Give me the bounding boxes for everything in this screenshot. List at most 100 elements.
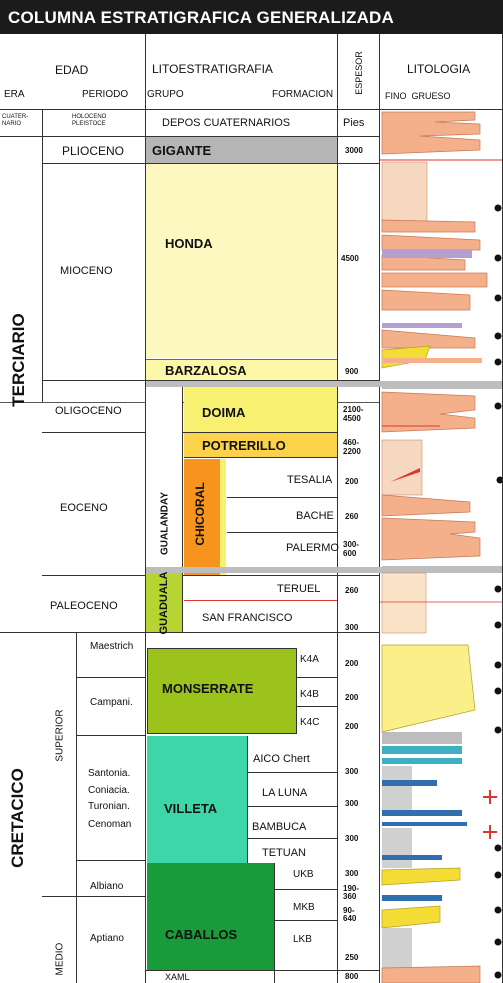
period-medio: MEDIO xyxy=(55,946,66,976)
stage-cenoman: Cenoman xyxy=(88,819,131,830)
formation-k4c-label: K4C xyxy=(300,717,319,728)
litho-bed xyxy=(382,330,475,348)
oil-dot xyxy=(495,295,502,302)
formation-xaml-label: XAML xyxy=(165,972,190,982)
stage-campani: Campani. xyxy=(90,697,133,708)
oil-dot xyxy=(495,939,502,946)
period-superior: SUPERIOR xyxy=(55,706,66,766)
stage-maestrich: Maestrich xyxy=(90,641,133,652)
oil-dot xyxy=(495,727,502,734)
oil-dot xyxy=(495,586,502,593)
litho-shale xyxy=(382,323,462,328)
stage-aptiano: Aptiano xyxy=(90,933,124,944)
formation-honda xyxy=(146,164,337,358)
litho-shale-blue xyxy=(382,855,442,860)
period-plioceno: PLIOCENO xyxy=(62,144,124,158)
oil-dot xyxy=(495,622,502,629)
oil-dot xyxy=(495,359,502,366)
thickness-ukb: 190- 360 xyxy=(343,885,359,901)
formation-tesalia-label: TESALIA xyxy=(287,474,332,486)
formation-villeta xyxy=(147,736,247,863)
thickness-barzalosa: 900 xyxy=(345,367,358,376)
thickness-tetuan: 300 xyxy=(345,869,358,878)
oil-dot xyxy=(495,872,502,879)
thickness-san-francisco: 300 xyxy=(345,623,358,632)
litho-limestone xyxy=(382,928,412,968)
period-mioceno: MIOCENO xyxy=(60,265,113,277)
formation-mkb-label: MKB xyxy=(293,902,315,913)
oil-dot xyxy=(495,907,502,914)
litho-shale-blue xyxy=(382,780,437,786)
formation-aico-label: AICO Chert xyxy=(253,753,310,765)
litho-shale xyxy=(382,250,472,258)
litho-bed xyxy=(382,495,470,516)
thickness-palermo: 300- 600 xyxy=(343,540,359,558)
formation-teruel-label: TERUEL xyxy=(277,583,320,595)
header-formacion: FORMACION xyxy=(272,89,333,100)
header-edad: EDAD xyxy=(55,63,88,77)
header-espesor: ESPESOR xyxy=(354,50,364,96)
litho-bed xyxy=(382,220,475,232)
formation-doima-label: DOIMA xyxy=(202,405,245,420)
litho-sandstone xyxy=(382,573,426,633)
thickness-lkb: 250 xyxy=(345,953,358,962)
formation-bache-label: BACHE xyxy=(296,510,334,522)
litho-bed xyxy=(382,235,480,250)
thickness-tesalia: 200 xyxy=(345,477,358,486)
thickness-bambuca: 300 xyxy=(345,834,358,843)
header-litoestratigrafia: LITOESTRATIGRAFIA xyxy=(152,62,273,76)
litho-bed xyxy=(382,112,480,154)
formation-k4a-label: K4A xyxy=(300,654,319,665)
formation-la-luna-label: LA LUNA xyxy=(262,787,307,799)
thickness-la-luna: 300 xyxy=(345,799,358,808)
oil-dot xyxy=(495,972,502,979)
thickness-k4b: 200 xyxy=(345,693,358,702)
period-eoceno: EOCENO xyxy=(60,502,108,514)
formation-k4b-label: K4B xyxy=(300,689,319,700)
litho-shale-blue xyxy=(382,758,462,764)
period-holoceno: HOLOCENO PLEISTOCE xyxy=(72,114,106,128)
oil-dot xyxy=(495,403,502,410)
thickness-teruel: 260 xyxy=(345,586,358,595)
litho-sandstone xyxy=(382,162,427,222)
litho-yellow xyxy=(382,868,460,885)
stage-santonia: Santonia. xyxy=(88,768,130,779)
litho-bed xyxy=(382,273,487,287)
litho-sandstone xyxy=(382,440,422,495)
thickness-honda: 4500 xyxy=(341,254,359,263)
litho-shale-blue xyxy=(382,822,467,826)
period-paleoceno: PALEOCENO xyxy=(50,600,118,612)
litho-bed xyxy=(382,966,480,983)
formation-caballos-label: CABALLOS xyxy=(165,927,237,942)
thickness-k4a: 200 xyxy=(345,659,358,668)
era-cretacico: CRETACICO xyxy=(8,763,28,873)
header-grupo: GRUPO xyxy=(147,89,184,100)
group-chicoral-label: CHICORAL xyxy=(193,474,207,554)
thickness-mkb: 90- 640 xyxy=(343,907,356,923)
formation-bambuca-label: BAMBUCA xyxy=(252,821,306,833)
formation-depos-label: DEPOS CUATERNARIOS xyxy=(162,117,290,129)
lithology-column xyxy=(380,110,503,983)
thickness-pies: Pies xyxy=(343,117,364,129)
thickness-potrerillo: 460- 2200 xyxy=(343,438,361,456)
thickness-bache: 260 xyxy=(345,512,358,521)
stage-coniacia: Coniacia. xyxy=(88,785,130,796)
litho-shale-blue xyxy=(382,810,462,816)
litho-yellow xyxy=(382,645,475,732)
litho-bed xyxy=(382,290,470,310)
thickness-last: 800 xyxy=(345,972,358,981)
thickness-doima: 2100- 4500 xyxy=(343,405,363,423)
litho-yellow xyxy=(382,346,430,368)
litho-bed xyxy=(382,518,480,560)
era-terciario: TERCIARIO xyxy=(9,305,29,415)
litho-limestone xyxy=(382,828,412,868)
formation-gigante-label: GIGANTE xyxy=(152,143,211,158)
formation-villeta-label: VILLETA xyxy=(164,801,217,816)
thickness-k4c: 200 xyxy=(345,722,358,731)
litho-shale-blue xyxy=(382,895,442,901)
era-cuaternario: CUATER- NARIO xyxy=(2,114,28,128)
header-litologia: LITOLOGIA xyxy=(407,62,470,76)
header-periodo: PERIODO xyxy=(82,89,128,100)
formation-ukb-label: UKB xyxy=(293,869,314,880)
litho-shale-blue xyxy=(382,746,462,754)
